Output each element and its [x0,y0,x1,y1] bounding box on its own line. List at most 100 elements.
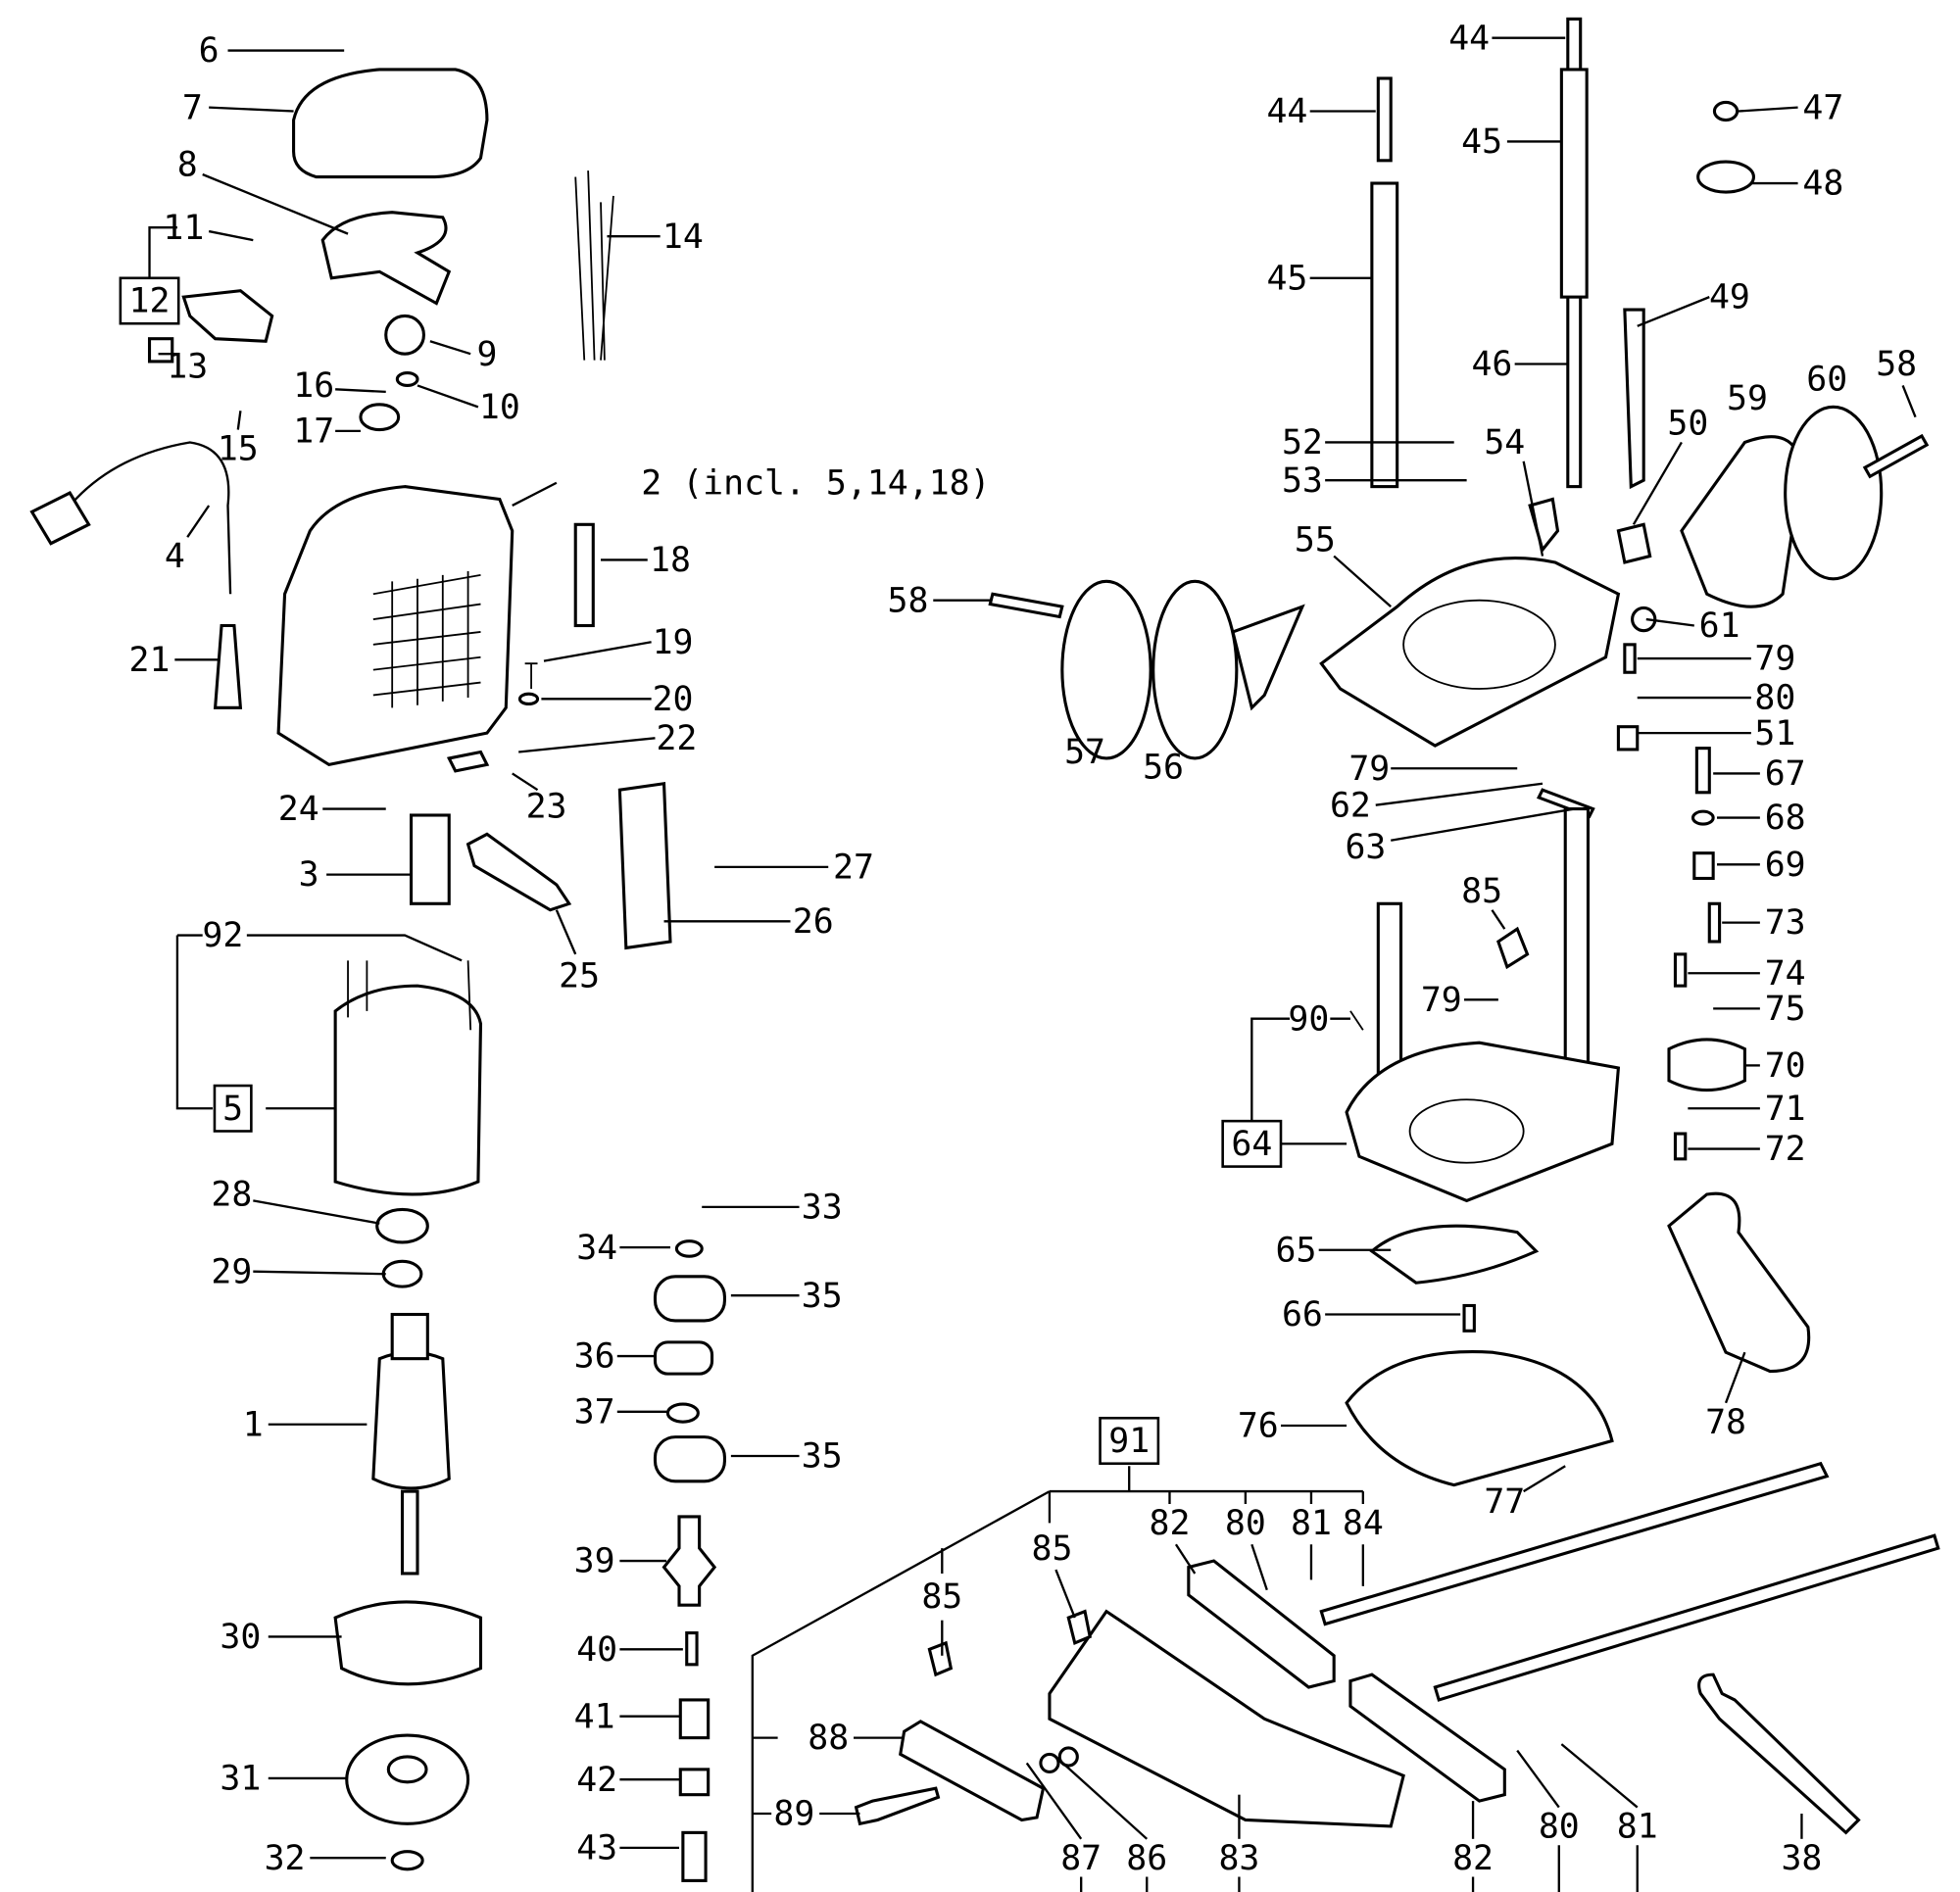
screw [1623,643,1637,674]
spring [1370,181,1399,489]
leader-line [208,229,254,242]
screw [1673,952,1688,988]
dust-extraction-hood [1667,1191,1811,1374]
part-label-79: 79 [1421,981,1462,1020]
screw [988,592,1064,619]
guide-rod [1319,1461,1830,1626]
part-label-85: 85 [1461,872,1502,911]
part-label-50: 50 [1667,405,1708,444]
leader-line [209,106,294,113]
leader-line [416,384,479,409]
part-label-71: 71 [1765,1090,1806,1129]
part-label-57: 57 [1064,733,1105,772]
collet-shaft [681,1830,708,1882]
column [1563,806,1590,1089]
leader-line [1738,106,1798,113]
cable-sleeve [213,623,243,709]
leader-line [253,1199,380,1225]
commutator [390,1312,429,1361]
collet [678,1698,710,1740]
leader-lines [158,36,1917,1860]
spindle [662,1515,717,1607]
handle-knob [1152,579,1239,760]
part-label-39: 39 [574,1542,615,1581]
part-label-82: 82 [1150,1504,1191,1543]
brush-holder [181,289,274,343]
bracket-64 [1250,1017,1348,1145]
part-label-90: 90 [1288,999,1329,1039]
ball-bearing [653,1435,726,1483]
part-label-33: 33 [802,1188,843,1227]
part-label-36: 36 [574,1337,615,1377]
screw [1694,747,1711,795]
part-label-8: 8 [177,145,198,184]
part-label-26: 26 [793,902,834,942]
part-label-66: 66 [1282,1295,1323,1334]
capacitor [409,813,451,905]
washer [395,370,419,387]
part-label-11: 11 [163,209,204,248]
part-label-29: 29 [211,1252,252,1291]
base-hole [1408,1098,1525,1164]
leader-line [236,411,242,430]
part-label-89: 89 [773,1795,814,1834]
leader-line [512,772,539,792]
power-cable [69,441,232,595]
thumb-screw [854,1786,941,1826]
knob [927,1640,954,1677]
guide-rod [1433,1533,1940,1702]
field-coil [333,984,483,1196]
part-label-62: 62 [1330,786,1371,825]
part-label-16: 16 [293,366,334,406]
washer [1690,809,1715,826]
part-label-14: 14 [662,218,704,257]
locking-knob [1496,926,1530,970]
cover-plate [320,211,452,306]
parts-drawing [29,17,1940,1882]
ring [390,1850,424,1871]
handle-knob [1784,405,1884,581]
part-label-69: 69 [1765,846,1806,885]
assembly-box [119,276,180,325]
leader-line [1645,617,1694,627]
part-label-65: 65 [1276,1231,1317,1270]
spring-pin [1349,1010,1364,1031]
switch-housing [617,781,672,950]
part-label-12: 12 [129,282,171,321]
clamp [446,750,490,773]
part-label-61: 61 [1699,606,1740,646]
part-label-22: 22 [656,719,697,758]
part-label-10: 10 [479,388,520,427]
part-label-59: 59 [1727,379,1768,418]
part-label-41: 41 [574,1697,615,1736]
knob [1631,606,1657,633]
leader-line [429,340,471,356]
part-label-19: 19 [653,623,694,662]
leader-line [543,641,652,662]
leader-line [1491,909,1506,930]
bracket-91 [751,1466,1639,1892]
spring-ring [653,1340,714,1376]
chip-deflector [1369,1224,1540,1285]
part-label-34: 34 [576,1229,617,1268]
set-screw [1673,1132,1688,1161]
part-label-21: 21 [129,641,171,680]
group-brackets [148,226,1639,1892]
part-label-80: 80 [1225,1504,1266,1543]
leader-line [1333,555,1392,608]
leader-line [253,1270,386,1276]
nut [1616,725,1640,752]
brush [147,337,174,364]
nut [1712,100,1740,122]
guide-fence [1348,1673,1506,1803]
part-label-58: 58 [888,581,929,620]
part-label-64: 64 [1231,1125,1272,1164]
bearing [375,1207,429,1244]
part-label-84: 84 [1343,1504,1384,1543]
power-plug [29,491,91,546]
part-label-82: 82 [1452,1839,1494,1878]
guide-rod [1376,76,1393,163]
part-label-35: 35 [802,1277,843,1316]
